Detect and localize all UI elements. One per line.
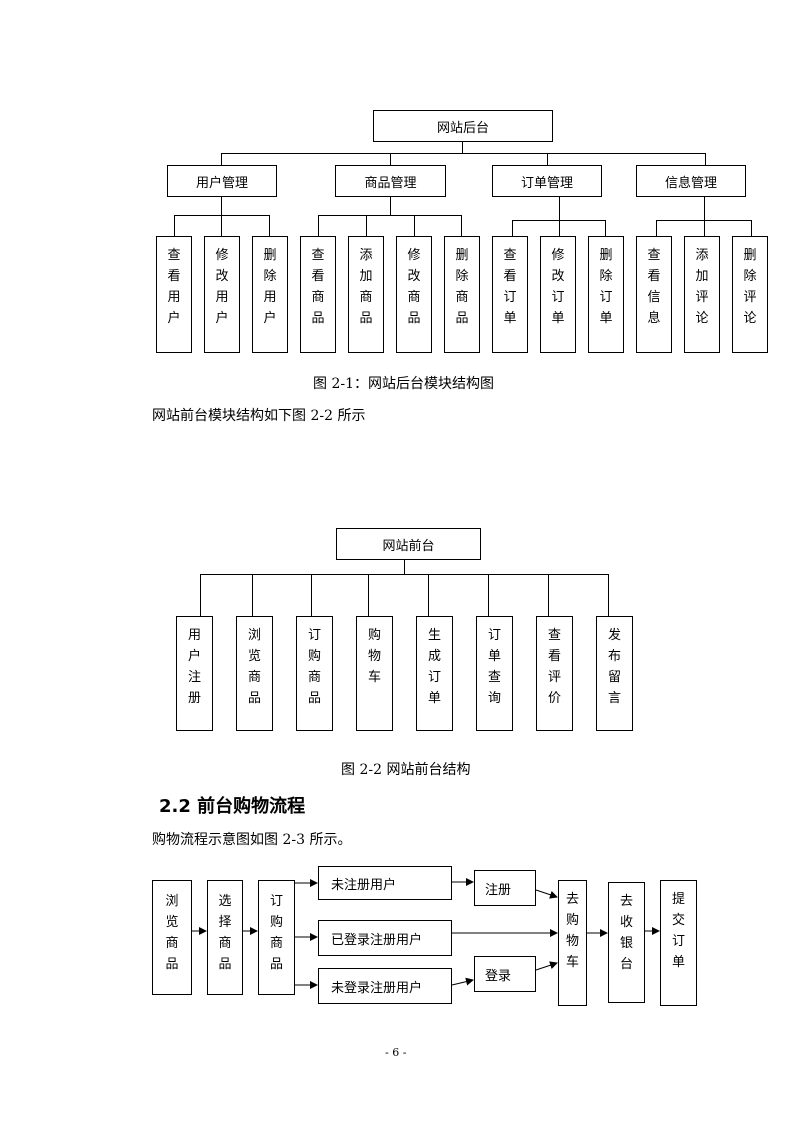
paragraph: 购物流程示意图如图 2-3 所示。 [152, 832, 352, 848]
flow-browse-products: 浏览商品 [152, 880, 192, 995]
group-order-management: 订单管理 [492, 165, 602, 197]
leaf-modify-orders: 修改订单 [540, 236, 576, 353]
connector [174, 215, 270, 216]
connector [366, 215, 367, 237]
flow-not-logged-in-user: 未登录注册用户 [318, 968, 452, 1004]
leaf-view-products: 查看商品 [300, 236, 336, 353]
connector [174, 215, 175, 237]
flow-order-products: 订购商品 [258, 880, 295, 995]
connector [608, 574, 609, 617]
connector [252, 574, 253, 617]
front-browse-products: 浏览商品 [236, 616, 273, 731]
front-view-reviews: 查看评价 [536, 616, 573, 731]
leaf-view-orders: 查看订单 [492, 236, 528, 353]
leaf-add-comments: 添加评论 [684, 236, 720, 353]
front-user-register: 用户注册 [176, 616, 213, 731]
connector [751, 220, 752, 237]
page-number: - 6 - [385, 1046, 407, 1059]
connector [461, 215, 462, 237]
connector [368, 574, 369, 617]
connector [318, 215, 319, 237]
connector [390, 153, 391, 166]
connector [221, 153, 705, 154]
connector [200, 574, 201, 617]
group-info-management: 信息管理 [636, 165, 746, 197]
leaf-add-products: 添加商品 [348, 236, 384, 353]
front-cart: 购物车 [356, 616, 393, 731]
backend-root-box: 网站后台 [373, 110, 553, 142]
connector [269, 215, 270, 237]
connector [512, 220, 513, 237]
connector [390, 197, 391, 216]
connector [414, 215, 415, 237]
section-heading: 2.2 前台购物流程 [159, 796, 306, 817]
frontend-root-box: 网站前台 [336, 528, 481, 560]
leaf-delete-orders: 删除订单 [588, 236, 624, 353]
arrow [535, 961, 558, 971]
connector [656, 220, 657, 237]
connector [221, 153, 222, 166]
arrow [451, 977, 474, 986]
flow-submit-order: 提交订单 [660, 880, 697, 1006]
connector [428, 574, 429, 617]
connector [559, 197, 560, 220]
connector [704, 220, 705, 237]
connector [311, 574, 312, 617]
connector [704, 197, 705, 220]
figure-caption: 图 2-2 网站前台结构 [341, 762, 471, 778]
figure-caption: 图 2-1：网站后台模块结构图 [313, 376, 494, 392]
leaf-delete-users: 删除用户 [252, 236, 288, 353]
connector [462, 142, 463, 153]
connector [559, 220, 560, 237]
front-order-products: 订购商品 [296, 616, 333, 731]
flow-unregistered-user: 未注册用户 [318, 866, 452, 900]
paragraph: 网站前台模块结构如下图 2-2 所示 [152, 408, 366, 424]
front-order-query: 订单查询 [476, 616, 513, 731]
flow-select-products: 选择商品 [207, 880, 243, 995]
leaf-view-info: 查看信息 [636, 236, 672, 353]
connector [605, 220, 606, 237]
front-create-order: 生成订单 [416, 616, 453, 731]
front-post-message: 发布留言 [596, 616, 633, 731]
connector [404, 560, 405, 575]
leaf-modify-users: 修改用户 [204, 236, 240, 353]
connector [221, 197, 222, 216]
leaf-delete-products: 删除商品 [444, 236, 480, 353]
connector [488, 574, 489, 617]
flow-go-to-cashier: 去收银台 [608, 882, 645, 1003]
group-user-management: 用户管理 [167, 165, 277, 197]
flow-logged-in-user: 已登录注册用户 [318, 920, 452, 956]
flow-register: 注册 [474, 870, 536, 906]
connector [200, 574, 609, 575]
group-product-management: 商品管理 [335, 165, 446, 197]
connector [318, 215, 462, 216]
leaf-modify-products: 修改商品 [396, 236, 432, 353]
flow-login: 登录 [474, 956, 536, 992]
connector [547, 153, 548, 166]
flow-go-to-cart: 去购物车 [558, 880, 587, 1006]
connector [221, 215, 222, 237]
leaf-view-users: 查看用户 [156, 236, 192, 353]
connector [705, 153, 706, 166]
connector [548, 574, 549, 617]
arrow [535, 889, 558, 899]
leaf-delete-comments: 删除评论 [732, 236, 768, 353]
